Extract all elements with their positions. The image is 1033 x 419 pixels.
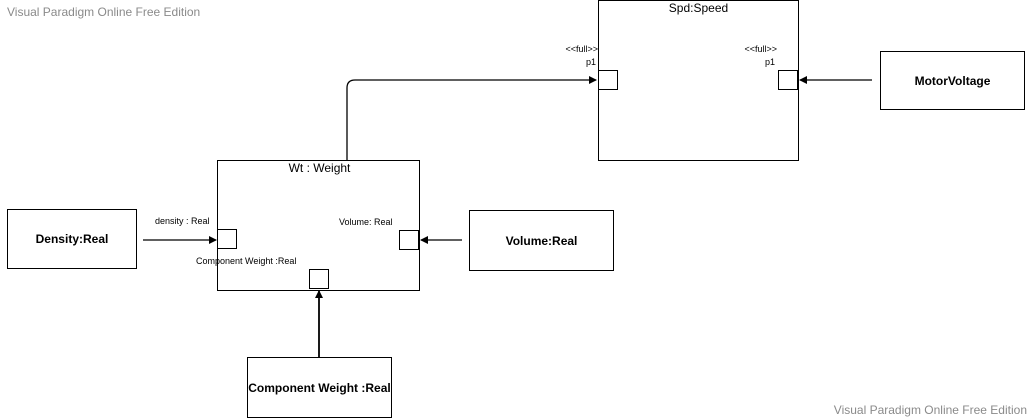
volume-block[interactable]: Volume:Real: [469, 210, 614, 271]
motor-voltage-block[interactable]: MotorVoltage: [880, 51, 1025, 110]
speed-left-port-stereotype: <<full>>: [565, 44, 598, 54]
speed-block-title: Spd:Speed: [668, 1, 729, 15]
watermark-bottom-right: Visual Paradigm Online Free Edition: [833, 403, 1027, 417]
watermark-top-left: Visual Paradigm Online Free Edition: [7, 5, 201, 19]
component-weight-block[interactable]: Component Weight :Real: [247, 357, 392, 418]
speed-left-port-name: p1: [585, 57, 596, 67]
speed-right-port[interactable]: [778, 70, 798, 90]
weight-volume-port[interactable]: [399, 230, 419, 250]
weight-density-port[interactable]: [217, 229, 237, 249]
weight-block-title: Wt : Weight: [288, 161, 351, 175]
density-port-label: density : Real: [155, 216, 210, 226]
speed-right-port-stereotype: <<full>>: [744, 44, 777, 54]
density-block[interactable]: Density:Real: [7, 209, 137, 269]
speed-block[interactable]: Spd:Speed: [598, 0, 799, 161]
volume-port-label: Volume: Real: [339, 217, 393, 227]
weight-component-port[interactable]: [309, 269, 329, 289]
speed-left-port[interactable]: [598, 70, 618, 90]
speed-right-port-name: p1: [764, 57, 775, 67]
connector-weight-to-speed: [346, 76, 597, 160]
component-port-label: Component Weight :Real: [196, 256, 297, 266]
